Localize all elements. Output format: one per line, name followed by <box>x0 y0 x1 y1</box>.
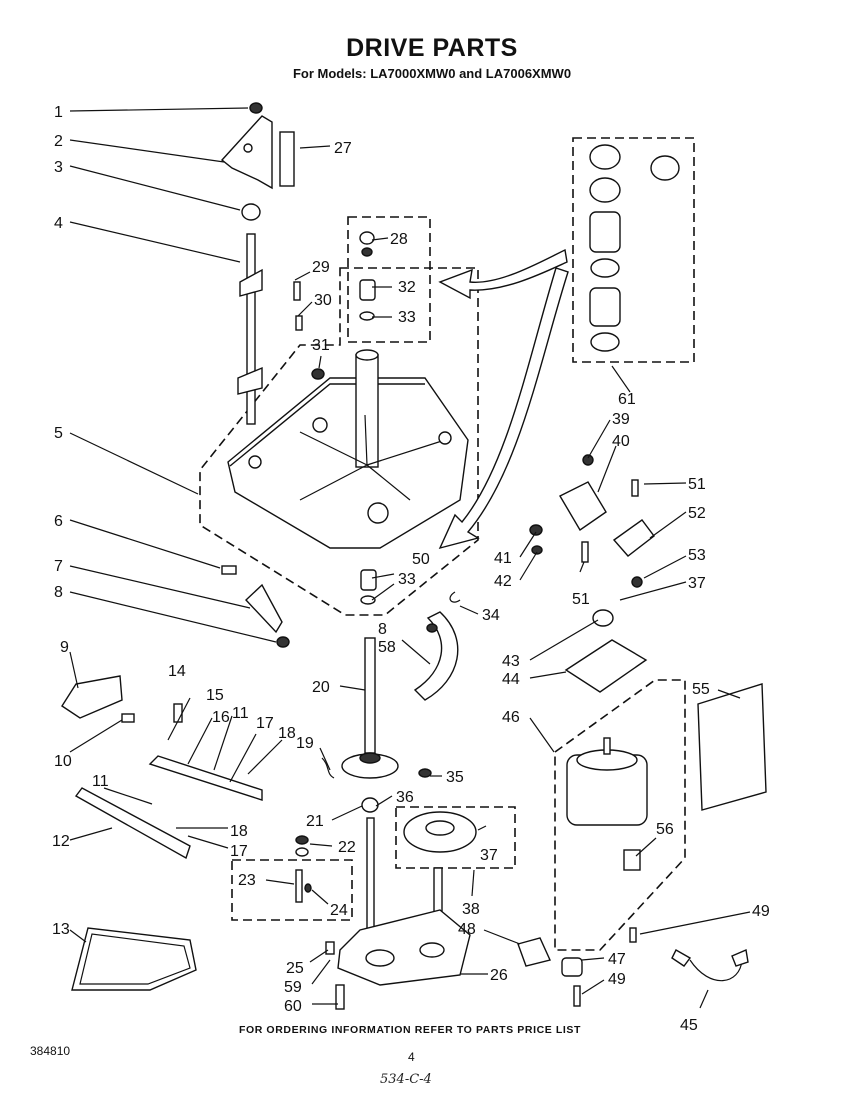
transfer-arrows <box>438 248 569 550</box>
callout-50: 50 <box>412 551 430 568</box>
callout-13: 13 <box>52 921 70 938</box>
callout-38: 38 <box>462 901 480 918</box>
ordering-note: FOR ORDERING INFORMATION REFER TO PARTS … <box>238 1024 582 1036</box>
callout-14: 14 <box>168 663 186 680</box>
callout-37a: 37 <box>480 847 498 864</box>
callout-11a: 11 <box>92 773 109 790</box>
part-drawings <box>61 102 767 1010</box>
callout-8: 8 <box>54 584 63 601</box>
callout-17b: 17 <box>230 843 248 860</box>
callout-33a: 33 <box>398 309 416 326</box>
callout-28: 28 <box>390 231 408 248</box>
callout-45: 45 <box>680 1017 698 1034</box>
callout-9: 9 <box>60 639 69 656</box>
callout-36: 36 <box>396 789 414 806</box>
callout-12: 12 <box>52 833 70 850</box>
callout-39: 39 <box>612 411 630 428</box>
leader-lines <box>69 107 751 1009</box>
callout-2: 2 <box>54 133 63 150</box>
document-number: 384810 <box>30 1044 71 1058</box>
callout-8b: 8 <box>378 621 387 638</box>
callout-16: 16 <box>212 709 230 726</box>
callout-43: 43 <box>502 653 520 670</box>
callout-5: 5 <box>54 425 63 442</box>
callout-51a: 51 <box>572 591 590 608</box>
callout-51b: 51 <box>688 476 706 493</box>
callout-47: 47 <box>608 951 626 968</box>
callout-10: 10 <box>54 753 72 770</box>
callout-26: 26 <box>490 967 508 984</box>
callout-55: 55 <box>692 681 710 698</box>
callout-7: 7 <box>54 558 63 575</box>
callout-33b: 33 <box>398 571 416 588</box>
callout-22a: 22 <box>338 839 356 856</box>
callout-46: 46 <box>502 709 520 726</box>
callout-18b: 18 <box>230 823 248 840</box>
dashed-group-outlines <box>199 137 695 951</box>
callout-44: 44 <box>502 671 520 688</box>
callout-25: 25 <box>286 960 304 977</box>
callout-58: 58 <box>378 639 396 656</box>
callout-41: 41 <box>494 550 512 567</box>
callout-17a: 17 <box>256 715 274 732</box>
callout-20: 20 <box>312 679 330 696</box>
callout-30: 30 <box>314 292 332 309</box>
callout-11b: 11 <box>232 705 249 722</box>
callout-61: 61 <box>618 391 636 408</box>
callout-6: 6 <box>54 513 63 530</box>
callout-31: 31 <box>312 337 330 354</box>
callout-40: 40 <box>612 433 630 450</box>
callout-49b: 49 <box>752 903 770 920</box>
callout-19: 19 <box>296 735 314 752</box>
callout-35: 35 <box>446 769 464 786</box>
callout-60: 60 <box>284 998 302 1015</box>
model-subtitle: For Models: LA7000XMW0 and LA7006XMW0 <box>292 66 572 81</box>
callout-3: 3 <box>54 159 63 176</box>
callout-59: 59 <box>284 979 302 996</box>
callout-29: 29 <box>312 259 330 276</box>
callout-24: 24 <box>330 902 348 919</box>
page-title: DRIVE PARTS <box>346 34 518 62</box>
callout-27: 27 <box>334 140 352 157</box>
handwritten-note: 534-C-4 <box>380 1072 432 1087</box>
callout-23: 23 <box>238 872 256 889</box>
callout-32: 32 <box>398 279 416 296</box>
callout-34: 34 <box>482 607 500 624</box>
callout-56: 56 <box>656 821 674 838</box>
callout-1: 1 <box>54 104 63 121</box>
callout-49a: 49 <box>608 971 626 988</box>
callout-18a: 18 <box>278 725 296 742</box>
callout-15: 15 <box>206 687 224 704</box>
callout-numbers: 1 2 3 4 5 6 7 8 9 10 11 12 13 14 15 16 1… <box>52 104 770 1034</box>
callout-37b: 37 <box>688 575 706 592</box>
callout-21: 21 <box>306 813 324 830</box>
callout-42: 42 <box>494 573 512 590</box>
callout-48: 48 <box>458 921 476 938</box>
callout-53: 53 <box>688 547 706 564</box>
page-number: 4 <box>408 1050 415 1064</box>
callout-52: 52 <box>688 505 706 522</box>
callout-4: 4 <box>54 215 63 232</box>
